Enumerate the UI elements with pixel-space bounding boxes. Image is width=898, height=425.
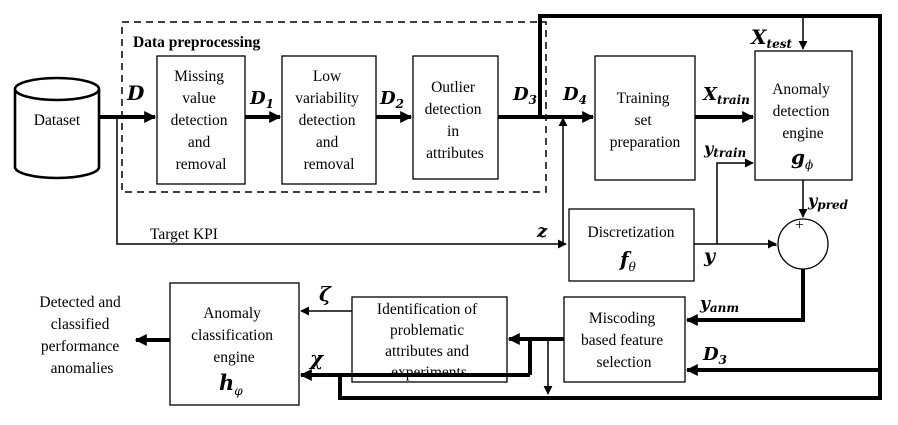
outlier-line-1: Outlier	[431, 79, 476, 96]
missing-line-3: detection	[171, 112, 228, 129]
label-D: D	[126, 81, 145, 105]
f-theta-symbol: fθ	[618, 247, 637, 274]
low-variability-text: Low variability detection and removal	[295, 68, 363, 173]
lowvar-line-3: detection	[299, 112, 356, 129]
label-D3-bottom: D3	[702, 344, 727, 367]
label-Xtest: Xtest	[749, 25, 792, 51]
class-line-2: classification	[191, 327, 273, 344]
training-text: Training set preparation	[610, 90, 681, 151]
preprocessing-title: Data preprocessing	[133, 34, 261, 51]
outlier-line-4: attributes	[426, 145, 484, 162]
ident-line-3: attributes and	[385, 343, 469, 360]
outlier-line-3: in	[447, 123, 459, 140]
training-line-2: set	[634, 112, 652, 129]
dataset-cylinder	[13, 76, 101, 180]
miscoding-line-1: Miscoding	[589, 310, 656, 327]
lowvar-line-1: Low	[313, 68, 342, 85]
missing-line-2: value	[182, 90, 216, 107]
arrow-yanm	[685, 269, 805, 326]
dataset-label: Dataset	[34, 112, 81, 129]
label-ytrain: ytrain	[703, 139, 746, 160]
outer-loop	[338, 14, 882, 400]
class-line-3: engine	[213, 349, 254, 366]
ident-line-1: Identification of	[377, 301, 478, 318]
adet-line-3: engine	[782, 125, 823, 142]
miscoding-box	[563, 296, 686, 383]
classification-box	[169, 282, 300, 406]
training-line-1: Training	[617, 90, 670, 107]
identification-box	[351, 296, 508, 383]
label-D3: D3	[512, 84, 537, 107]
label-D1: D1	[249, 88, 274, 111]
low-variability-box	[281, 55, 377, 185]
label-target-kpi: Target KPI	[150, 226, 218, 243]
outlier-box	[412, 55, 499, 180]
label-z: z	[536, 221, 548, 242]
missing-line-1: Missing	[174, 68, 224, 85]
label-Xtrain: Xtrain	[702, 84, 750, 107]
missing-value-text: Missing value detection and removal	[171, 68, 232, 173]
lowvar-line-2: variability	[295, 90, 359, 107]
anomaly-detection-text: Anomaly detection engine	[772, 81, 834, 142]
lowvar-line-5: removal	[304, 156, 355, 173]
g-phi-symbol: gϕ	[791, 145, 813, 172]
output-line-2: classified	[51, 316, 110, 333]
label-zeta: ζ	[319, 282, 332, 306]
lowvar-line-4: and	[316, 134, 339, 151]
label-y: y	[703, 245, 717, 267]
classification-text: Anomaly classification engine	[191, 305, 277, 366]
arrow-ytrain	[716, 158, 754, 244]
adet-line-2: detection	[773, 103, 830, 120]
class-line-1: Anomaly	[203, 305, 261, 322]
label-chi: 𝝌	[308, 346, 325, 370]
discretization-text: Discretization	[588, 224, 675, 241]
ident-line-4: experiments	[391, 364, 467, 381]
output-line-4: anomalies	[51, 360, 114, 377]
adet-line-1: Anomaly	[772, 81, 830, 98]
preprocessing-group	[121, 21, 547, 193]
h-varphi-symbol: hφ	[219, 370, 243, 398]
miscoding-text: Miscoding based feature selection	[581, 310, 667, 371]
label-D2: D2	[379, 88, 404, 111]
miscoding-line-3: selection	[596, 354, 651, 371]
output-line-1: Detected and	[39, 294, 121, 311]
label-yanm: yanm	[699, 294, 739, 315]
miscoding-line-2: based feature	[581, 332, 663, 349]
training-line-3: preparation	[610, 134, 681, 151]
discretization-box	[568, 208, 695, 282]
missing-line-4: and	[188, 134, 211, 151]
output-text: Detected and classified performance anom…	[39, 294, 124, 377]
plus-sign: +	[795, 217, 804, 234]
missing-value-box	[156, 55, 246, 185]
anomaly-detection-box	[754, 50, 853, 181]
label-ypred: ypred	[807, 191, 849, 212]
missing-line-5: removal	[176, 156, 227, 173]
outlier-line-2: detection	[425, 101, 482, 118]
ident-line-2: problematic	[390, 322, 464, 339]
label-D4: D4	[562, 84, 587, 107]
target-kpi-line	[116, 117, 567, 249]
output-line-3: performance	[41, 338, 119, 355]
outlier-text: Outlier detection in attributes	[425, 79, 486, 162]
